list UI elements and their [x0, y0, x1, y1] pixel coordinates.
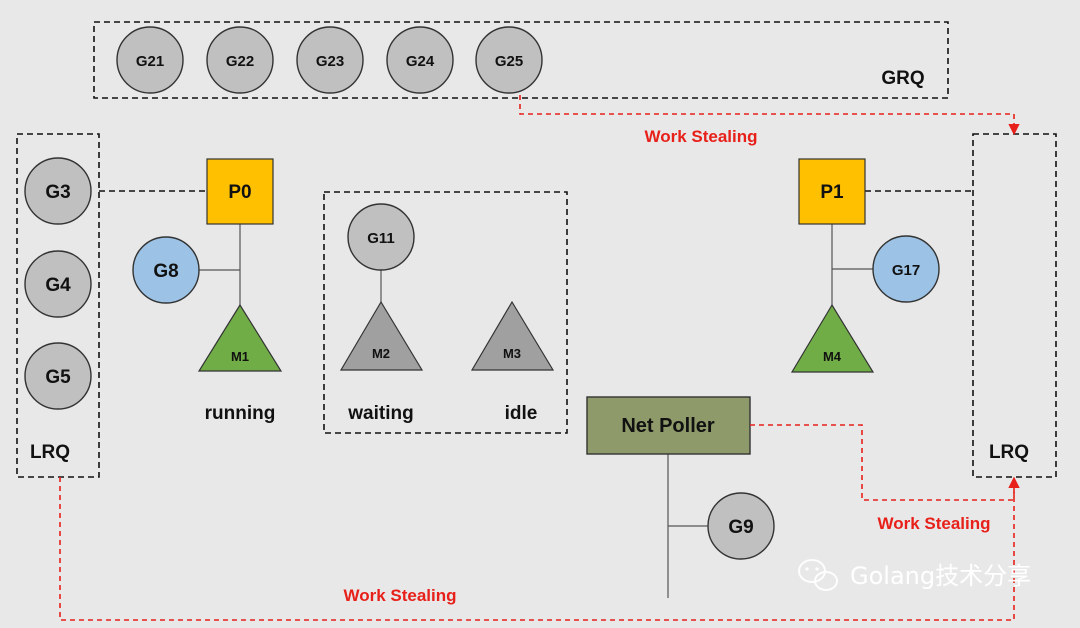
waiting-idle-group: G11 M2 M3 waiting idle: [323, 191, 568, 434]
m2-label: M2: [372, 346, 390, 361]
grq-goroutine: G22: [206, 26, 274, 94]
work-stealing-paths: Work Stealing Work Stealing Work Stealin…: [59, 95, 1020, 621]
running-label: running: [205, 403, 276, 424]
left-lrq-box: [16, 133, 100, 478]
watermark: Golang技术分享: [798, 559, 1031, 591]
g17-label: G17: [892, 262, 920, 279]
watermark-text: Golang技术分享: [850, 562, 1031, 590]
right-local-run-queue: LRQ: [972, 133, 1057, 478]
m4-machine: [790, 303, 875, 373]
m3-label: M3: [503, 346, 521, 361]
work-stealing-label-bottom: Work Stealing: [343, 586, 456, 605]
g9-goroutine: [707, 492, 775, 560]
grq-goroutine-label: G21: [136, 53, 164, 70]
idle-label: idle: [505, 403, 538, 424]
grq-label: GRQ: [881, 68, 924, 89]
p0-cluster: P0 G8 M1 running: [99, 158, 283, 424]
m1-machine: [197, 303, 283, 372]
lrq-goroutine-label: G4: [45, 275, 71, 296]
g8-label: G8: [153, 261, 178, 282]
lrq-goroutine-label: G5: [45, 367, 71, 388]
m2-machine: [339, 300, 424, 371]
waiting-box: [323, 191, 568, 434]
m3-machine: [470, 300, 555, 371]
g11-goroutine: [347, 203, 415, 271]
waiting-label: waiting: [347, 403, 413, 424]
g8-running-goroutine: [132, 236, 200, 304]
g9-label: G9: [728, 517, 753, 538]
work-stealing-arrow-grq: [519, 95, 1020, 136]
grq-goroutine-label: G25: [495, 53, 523, 70]
lrq-goroutine: G3: [24, 157, 92, 225]
grq-goroutine-label: G23: [316, 53, 344, 70]
net-poller-label: Net Poller: [621, 415, 715, 437]
global-run-queue: GRQ G21 G22 G23 G24 G25: [93, 21, 949, 99]
p1-label: P1: [820, 182, 844, 203]
grq-goroutine: G21: [116, 26, 184, 94]
grq-box: [93, 21, 949, 99]
m1-label: M1: [231, 349, 249, 364]
grq-goroutine-label: G22: [226, 53, 254, 70]
grq-goroutine: G23: [296, 26, 364, 94]
p0-processor: [206, 158, 274, 225]
work-stealing-label-right: Work Stealing: [877, 514, 990, 533]
p1-processor: [798, 158, 866, 225]
g17-running-goroutine: [872, 235, 940, 303]
left-local-run-queue: G3 G4 G5 LRQ: [16, 133, 100, 478]
right-lrq-label: LRQ: [989, 442, 1029, 463]
lrq-goroutine: G4: [24, 250, 92, 318]
p1-cluster: P1 G17 M4: [790, 158, 973, 373]
right-lrq-box: [972, 133, 1057, 478]
grq-goroutine: G25: [475, 26, 543, 94]
net-poller-cluster: Net Poller G9: [586, 396, 775, 598]
lrq-goroutine-label: G3: [45, 182, 70, 203]
g11-label: G11: [367, 230, 395, 247]
grq-goroutine-label: G24: [406, 53, 435, 70]
left-lrq-label: LRQ: [30, 442, 70, 463]
work-stealing-arrow-lrq: [59, 476, 1020, 621]
m4-label: M4: [823, 349, 842, 364]
p0-label: P0: [228, 182, 251, 203]
lrq-goroutine: G5: [24, 342, 92, 410]
wechat-icon: [798, 559, 838, 591]
work-stealing-arrow-netpoller: [750, 424, 1020, 501]
grq-goroutine: G24: [386, 26, 454, 94]
work-stealing-label-top: Work Stealing: [644, 127, 757, 146]
